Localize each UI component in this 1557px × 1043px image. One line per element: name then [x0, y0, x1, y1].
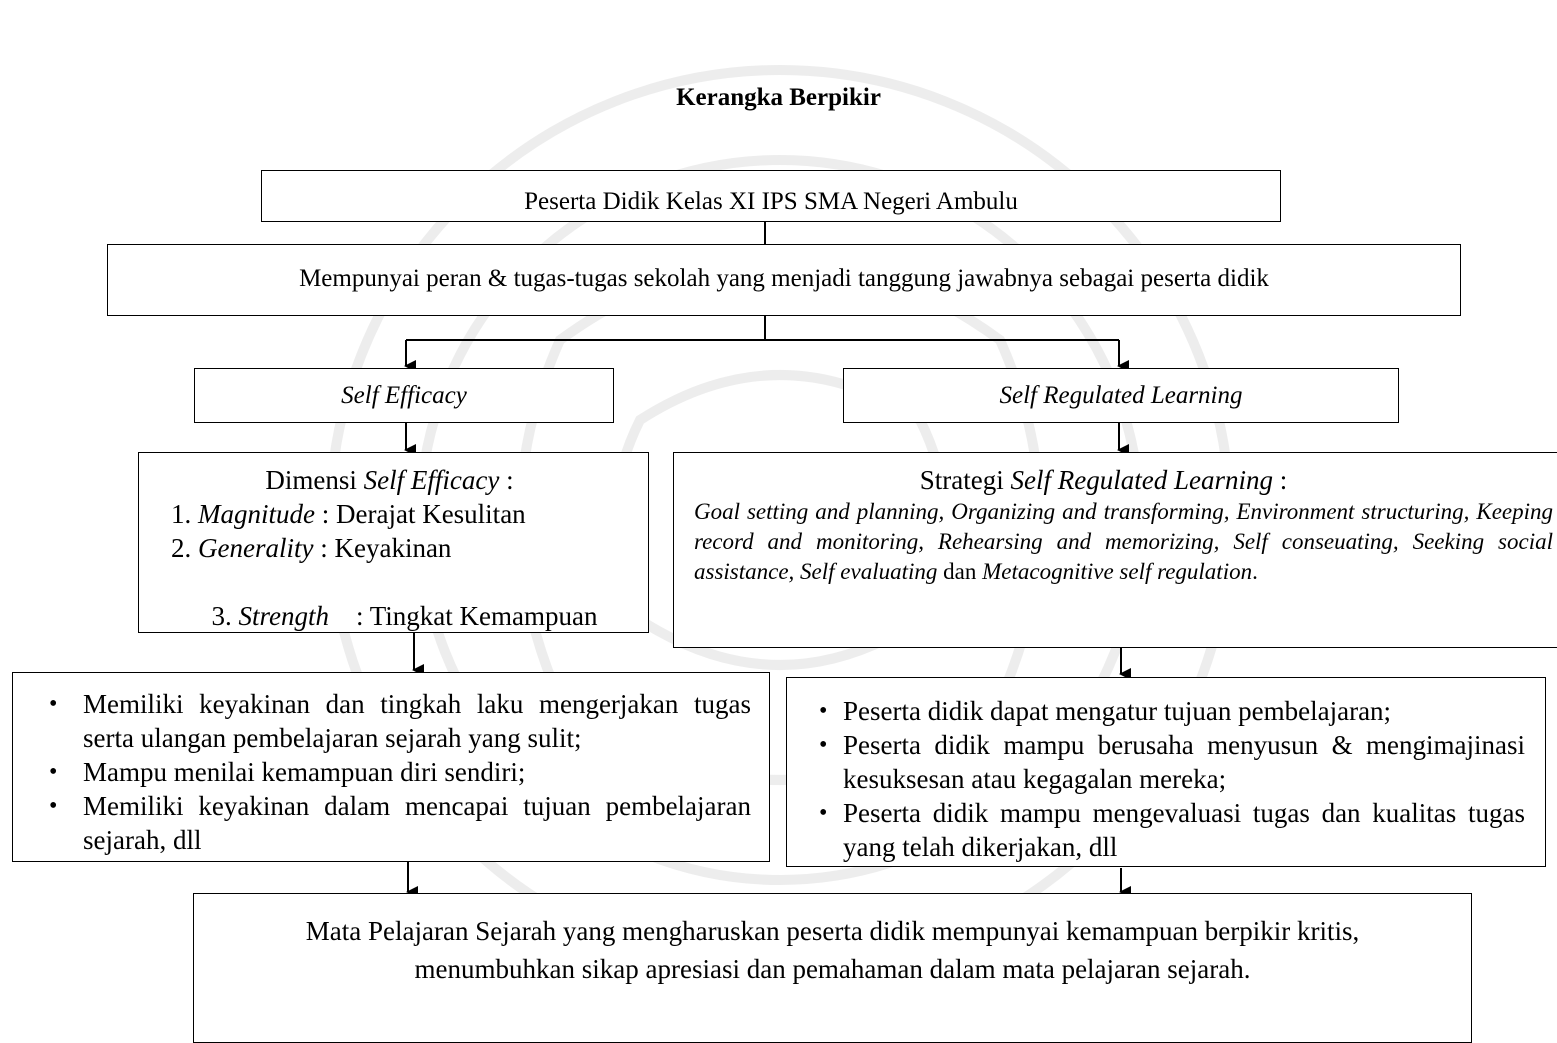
- node-left-outcomes: Memiliki keyakinan dan tingkah laku meng…: [12, 672, 770, 862]
- list-item: Mampu menilai kemampuan diri sendiri;: [13, 755, 751, 789]
- node-strategi-srl: Strategi Self Regulated Learning : Goal …: [673, 452, 1557, 648]
- dimensi-item: 3. Strength : Tingkat Kemampuan: [211, 601, 598, 631]
- node-role: Mempunyai peran & tugas-tugas sekolah ya…: [107, 244, 1461, 316]
- node-self-regulated-learning: Self Regulated Learning: [843, 368, 1399, 423]
- list-item: Peserta didik mampu mengevaluasi tugas d…: [787, 796, 1525, 864]
- list-item: Peserta didik dapat mengatur tujuan pemb…: [787, 694, 1525, 728]
- node-students: Peserta Didik Kelas XI IPS SMA Negeri Am…: [261, 170, 1281, 222]
- list-item: Peserta didik mampu berusaha menyusun & …: [787, 728, 1525, 796]
- dimensi-item: 2. Generality : Keyakinan: [171, 533, 452, 563]
- list-item: Memiliki keyakinan dan tingkah laku meng…: [13, 687, 751, 755]
- node-self-efficacy: Self Efficacy: [194, 368, 614, 423]
- dimensi-list: 1. Magnitude : Derajat Kesulitan 2. Gene…: [139, 497, 640, 667]
- strategi-body: Goal setting and planning, Organizing an…: [694, 499, 1553, 584]
- node-history-subject: Mata Pelajaran Sejarah yang mengharuskan…: [193, 893, 1472, 1043]
- node-dimensi-self-efficacy: Dimensi Self Efficacy : 1. Magnitude : D…: [138, 452, 649, 633]
- left-outcomes-list: Memiliki keyakinan dan tingkah laku meng…: [13, 687, 751, 857]
- right-outcomes-list: Peserta didik dapat mengatur tujuan pemb…: [787, 694, 1525, 864]
- node-right-outcomes: Peserta didik dapat mengatur tujuan pemb…: [786, 677, 1546, 867]
- dimensi-heading: Dimensi Self Efficacy :: [265, 465, 514, 495]
- strategi-heading: Strategi Self Regulated Learning :: [919, 465, 1288, 495]
- list-item: Memiliki keyakinan dalam mencapai tujuan…: [13, 789, 751, 857]
- diagram-title: Kerangka Berpikir: [676, 84, 881, 111]
- dimensi-item: 1. Magnitude : Derajat Kesulitan: [171, 499, 526, 529]
